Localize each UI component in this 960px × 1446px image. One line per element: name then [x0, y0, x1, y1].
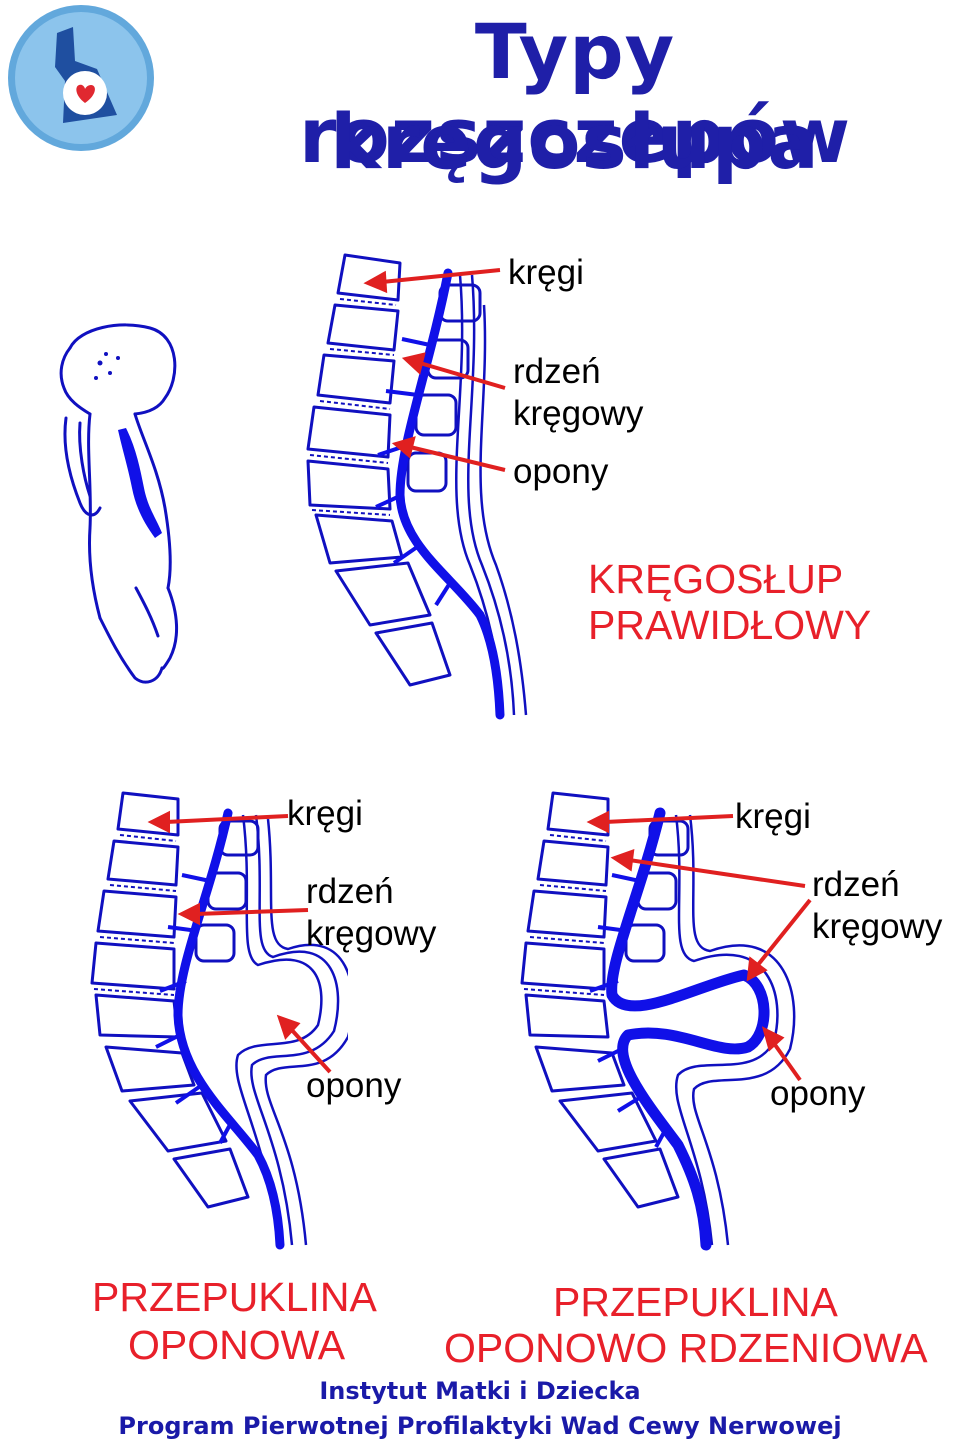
myelomeningocele-heading-line-2: OPONOWO RDZENIOWA: [444, 1325, 928, 1371]
page-title-line-1: Typy rozszczepów: [298, 7, 852, 180]
myelomeningocele-label-cord-line-2: kręgowy: [812, 907, 943, 946]
myelomeningocele-heading-line-1: PRZEPUKLINA: [553, 1279, 838, 1325]
myelomeningocele-arrows: [586, 810, 812, 1082]
normal-label-cord-line-2: kręgowy: [513, 394, 644, 433]
institute-logo: [8, 5, 154, 151]
footer-institute: Instytut Matki i Dziecka: [319, 1377, 641, 1405]
meningocele-label-meninges: opony: [306, 1066, 402, 1105]
myelomeningocele-label-vertebrae: kręgi: [735, 797, 811, 836]
normal-label-vertebrae: kręgi: [508, 253, 584, 292]
normal-heading-line-2: PRAWIDŁOWY: [588, 602, 872, 648]
meningocele-label-cord-line-2: kręgowy: [306, 914, 437, 953]
infant-illustration: [59, 323, 179, 684]
footer-program: Program Pierwotnej Profilaktyki Wad Cewy…: [118, 1412, 842, 1440]
meningocele-label-cord-line-1: rdzeń: [306, 872, 394, 911]
meningocele-arrows: [147, 810, 332, 1074]
normal-label-cord-line-1: rdzeń: [513, 352, 601, 391]
meningocele-heading-line-2: OPONOWA: [128, 1322, 346, 1368]
myelomeningocele-label-meninges: opony: [770, 1074, 866, 1113]
normal-label-meninges: opony: [513, 452, 609, 491]
normal-spine-arrows: [363, 268, 506, 472]
meningocele-label-vertebrae: kręgi: [287, 794, 363, 833]
page-title-line-2: kręgosłupa: [330, 97, 820, 186]
normal-heading-line-1: KRĘGOSŁUP: [588, 556, 844, 602]
myelomeningocele-label-cord-line-1: rdzeń: [812, 865, 900, 904]
meningocele-heading-line-1: PRZEPUKLINA: [92, 1274, 377, 1320]
